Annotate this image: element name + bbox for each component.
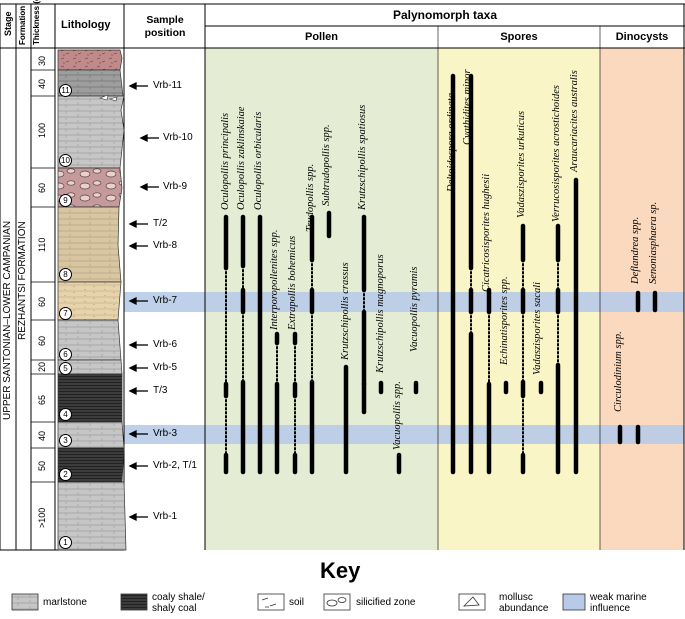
key-label: coaly shale/ shaly coal xyxy=(152,592,205,614)
key-title: Key xyxy=(320,558,361,583)
taxon-label: Krutzschipollis crassus xyxy=(340,262,351,360)
thickness-header: Thickness (cm) xyxy=(32,0,41,45)
sample-label: Vrb-11 xyxy=(153,80,182,91)
taxon-label: Oculopollis orbicularis xyxy=(253,111,264,210)
lithology-column xyxy=(57,49,127,551)
marine-band-vrb7 xyxy=(124,292,684,312)
unit-number: 7 xyxy=(59,307,72,320)
layer-8 xyxy=(57,206,122,283)
thickness-value: 60 xyxy=(37,296,47,307)
formation-header: Formation xyxy=(18,5,27,45)
taxon-label: Cyathidites minor xyxy=(462,69,473,145)
pollen-header: Pollen xyxy=(304,31,338,43)
dinocysts-header: Dinocysts xyxy=(615,31,669,43)
sample-label: T/2 xyxy=(153,218,168,229)
taxon-label: Krutzschipollis magnoporus xyxy=(375,254,386,373)
unit-number: 10 xyxy=(59,154,72,167)
mollusc-mark xyxy=(99,94,118,102)
taxon-label: Krutzschipollis spatiosus xyxy=(357,104,368,210)
unit-number: 11 xyxy=(59,84,72,97)
sample-label: Vrb-1 xyxy=(153,511,178,522)
lithology-header: Lithology xyxy=(61,19,111,31)
sample-label: Vrb-9 xyxy=(163,181,188,192)
taxon-label: Araucariacites australis xyxy=(569,70,580,172)
unit-number: 1 xyxy=(59,536,72,549)
formation-label: REZHANTSI FORMATION xyxy=(17,221,28,340)
thickness-value: 60 xyxy=(37,182,47,193)
unit-number: 9 xyxy=(59,194,72,207)
layer-1 xyxy=(57,481,127,551)
taxon-label: Circulodinium spp. xyxy=(613,331,624,412)
thickness-value: 110 xyxy=(37,237,47,252)
key-soil-symbol xyxy=(257,593,285,611)
taxon-label: Cicatricosisporites hughesii xyxy=(481,173,492,292)
taxon-label: Senoniasphaera sp. xyxy=(648,201,659,284)
unit-number: 5 xyxy=(59,362,72,375)
taxon-label: Vadaszisporites urkuticus xyxy=(516,110,527,218)
sample-label: Vrb-3 xyxy=(153,428,178,439)
taxon-label: Oculopollis principalis xyxy=(220,112,231,210)
thickness-value: 20 xyxy=(37,361,47,372)
taxon-label: Oculopollis zaklinskaiae xyxy=(236,106,247,210)
taxon-ranges xyxy=(223,73,658,475)
sample-label: Vrb-5 xyxy=(153,362,178,373)
marine-band-vrb3 xyxy=(124,425,684,444)
thickness-value: 100 xyxy=(37,122,47,138)
thickness-separators xyxy=(31,69,55,483)
sample-label: Vrb-10 xyxy=(163,132,193,143)
taxon-label: Interporopollenites spp. xyxy=(269,229,280,330)
thickness-value: 40 xyxy=(37,430,47,441)
key-label: silicified zone xyxy=(356,597,416,608)
key-symbols xyxy=(11,593,586,611)
sample-arrows xyxy=(128,81,159,522)
taxon-label: Vacuopollis pyramis xyxy=(409,266,420,352)
stage-header: Stage xyxy=(3,11,13,36)
thickness-value: 40 xyxy=(37,78,47,89)
key-marine-symbol xyxy=(562,593,586,611)
layer-12-soil xyxy=(57,49,123,71)
taxon-label: Echinatisporites spp. xyxy=(499,276,510,365)
key-coaly-shale-symbol xyxy=(120,593,148,611)
sample-label: Vrb-8 xyxy=(153,240,178,251)
taxon-label: Vadaszisporites sacali xyxy=(532,281,543,375)
thickness-value: >100 xyxy=(37,507,47,528)
sample-label: Vrb-7 xyxy=(153,295,178,306)
thickness-value: 50 xyxy=(37,460,47,471)
key-label: weak marine influence xyxy=(590,592,647,614)
taxon-label: Vacuopollis spp. xyxy=(392,381,403,450)
sample-label: Vrb-6 xyxy=(153,339,178,350)
stage-label: UPPER SANTONIAN–LOWER CAMPANIAN xyxy=(2,220,13,420)
taxon-label: Deltoidospora ordinata xyxy=(446,92,457,192)
sample-label: Vrb-2, T/1 xyxy=(153,460,197,471)
taxon-label: Subtrudopollis spp. xyxy=(321,124,332,206)
palynomorph-header: Palynomorph taxa xyxy=(392,8,498,22)
unit-number: 4 xyxy=(59,408,72,421)
taxon-label: Extrapollis bohemicus xyxy=(287,235,298,330)
sample-label: T/3 xyxy=(153,385,168,396)
spores-header: Spores xyxy=(500,31,538,43)
key-label: mollusc abundance xyxy=(499,592,549,614)
sample-position-header: Sample position xyxy=(144,14,186,39)
unit-number: 3 xyxy=(59,434,72,447)
layer-9 xyxy=(57,167,123,208)
key-label: marlstone xyxy=(43,597,87,608)
key-label: soil xyxy=(289,597,305,608)
taxon-label: Verrucosisporites acrostichoides xyxy=(551,85,562,222)
key-marlstone-symbol xyxy=(11,593,39,611)
thickness-value: 60 xyxy=(37,335,47,346)
taxon-label: Deflandrea spp. xyxy=(630,216,641,284)
unit-number: 2 xyxy=(59,468,72,481)
thickness-value: 30 xyxy=(37,55,47,66)
unit-number: 6 xyxy=(59,348,72,361)
thickness-value: 65 xyxy=(37,394,47,405)
taxon-label: Trudopollis spp. xyxy=(305,163,316,232)
unit-number: 8 xyxy=(59,268,72,281)
